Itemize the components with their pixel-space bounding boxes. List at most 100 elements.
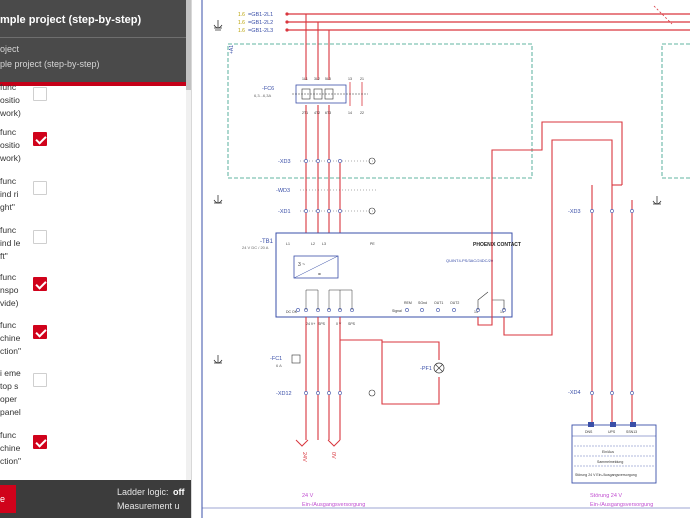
bus-label-3: =GB1-2L3 — [248, 28, 273, 34]
breaker-terminal: 22 — [360, 111, 364, 115]
task-text: ft" — [0, 251, 8, 261]
footer-action-button[interactable]: e — [0, 485, 16, 513]
task-text: func — [0, 127, 17, 137]
psu-tag: -TB1 — [260, 239, 274, 245]
ladder-logic-value[interactable]: off — [173, 487, 185, 497]
breaker-fc6[interactable]: -FC6 6,3...6,3A 1L1 3L2 5L3 13 21 2T1 4T… — [254, 77, 368, 115]
earth-terminal — [368, 157, 376, 165]
xd12-terminals — [304, 391, 342, 395]
psu-model: QUINT4-PS/3AC/24DC/20 — [446, 258, 494, 263]
task-text: func — [0, 176, 17, 186]
task-checkbox[interactable] — [33, 277, 47, 291]
task-checkbox[interactable] — [33, 373, 47, 387]
header-accent-bar — [0, 82, 186, 86]
earth-icon — [213, 195, 223, 204]
task-text: ction" — [0, 456, 21, 466]
psu-dc-label: DC OK — [286, 310, 298, 314]
measurement-label: Measurement u — [117, 501, 180, 511]
fuse-tag: -FC1 — [270, 356, 282, 362]
right-conductors — [591, 184, 633, 425]
task-text: ositio — [0, 140, 20, 150]
module-pin-label: SSN13 — [626, 430, 637, 434]
task-text: chine — [0, 333, 21, 343]
terminal-tag-xd3: -XD3 — [278, 159, 291, 165]
breaker-terminal: 5L3 — [325, 77, 331, 81]
area-tag: +A1 — [229, 45, 235, 54]
bottom-left-title: 24 V — [302, 493, 314, 499]
task-text: work) — [0, 153, 21, 163]
breaker-rating: 6,3...6,3A — [254, 93, 271, 98]
task-text: vide) — [0, 298, 19, 308]
signal-module[interactable]: DNS UPS SSN13 Ein/Aus Sammelmeldung Stör… — [571, 422, 657, 484]
power-supply-tb1[interactable]: -TB1 24 V DC / 20 A PHOENIX CONTACT QUIN… — [242, 232, 521, 326]
output-arrows: 24V 0V — [295, 439, 341, 462]
earth-terminal — [368, 389, 376, 397]
bottom-right-title: Störung 24 V — [590, 493, 622, 499]
psu-output-terminal: 0 V — [336, 322, 342, 326]
terminal-tag-xd12: -XD12 — [276, 391, 292, 397]
task-text: func — [0, 320, 17, 330]
bottom-right-sub: Ein-/Ausgangsversorgung — [590, 502, 653, 508]
breaker-tag: -FC6 — [262, 86, 274, 92]
module-pin-label: UPS — [608, 430, 616, 434]
task-text: ind le — [0, 238, 21, 248]
schematic-canvas[interactable]: 1.6 1.6 1.6 =GB1-2L1 =GB1-2L2 =GB1-2L3 +… — [191, 0, 690, 518]
task-text: func — [0, 430, 17, 440]
task-checkbox[interactable] — [33, 325, 47, 339]
enclosure-box-main — [227, 43, 533, 179]
task-text: ind ri — [0, 189, 19, 199]
task-checkbox[interactable] — [33, 181, 47, 195]
panel-header: mple project (step-by-step) oject ple pr… — [0, 0, 186, 86]
task-text: panel — [0, 407, 21, 417]
lamp-pf1[interactable]: -PF1 — [420, 362, 445, 374]
terminal-tag-xd1: -XD1 — [278, 209, 291, 215]
bottom-labels: 24 V Ein-/Ausgangsversorgung Störung 24 … — [302, 493, 653, 508]
task-checkbox[interactable] — [33, 132, 47, 146]
module-pin-label: DNS — [585, 430, 593, 434]
psu-brand-box — [472, 237, 508, 249]
task-text: func — [0, 225, 17, 235]
project-label: oject — [0, 44, 20, 54]
module-line-1: Ein/Aus — [602, 450, 614, 454]
psu-signal-terminal: 14 — [500, 310, 504, 314]
panel-scrollbar[interactable] — [186, 0, 191, 518]
breaker-terminal: 2T1 — [302, 111, 308, 115]
psu-signal-terminal: REM — [404, 301, 412, 305]
bus-node — [285, 12, 289, 16]
psu-relay-contact — [477, 291, 505, 310]
converter-symbol-dc: = — [318, 272, 321, 278]
panel-footer — [0, 480, 191, 518]
main-conductors — [305, 14, 341, 240]
module-pin — [588, 422, 594, 427]
task-checkbox[interactable] — [33, 230, 47, 244]
psu-input-terminal: L2 — [311, 242, 315, 246]
panel-scrollbar-thumb[interactable] — [186, 0, 191, 90]
breaker-terminal: 3L2 — [314, 77, 320, 81]
fuse-fc1[interactable]: -FC1 6 A — [270, 354, 301, 368]
ladder-logic-label: Ladder logic: — [117, 487, 169, 497]
task-text: ositio — [0, 95, 20, 105]
module-pin — [630, 422, 636, 427]
breaker-terminal: 4T2 — [314, 111, 320, 115]
module-line-2: Sammelmeldung — [597, 460, 623, 464]
header-divider — [0, 37, 186, 38]
module-footer: Störung 24 V Ein-/Ausgangsversorgung — [575, 473, 637, 477]
earth-icon — [652, 196, 662, 205]
breaker-terminal: 21 — [360, 77, 364, 81]
terminal-tag-wd3: -WD3 — [276, 188, 290, 194]
psu-output-links — [305, 290, 353, 310]
output-label-24v: 24V — [301, 452, 307, 462]
bus-node — [285, 20, 289, 24]
task-text: func — [0, 272, 17, 282]
psu-output-terminal: SPS — [348, 322, 356, 326]
task-text: i eme — [0, 368, 21, 378]
task-checkbox[interactable] — [33, 435, 47, 449]
earth-symbols — [213, 20, 662, 364]
psu-signal-terminal: OUT2 — [450, 301, 459, 305]
bus-label-1: =GB1-2L1 — [248, 12, 273, 18]
project-title: mple project (step-by-step) — [0, 14, 142, 26]
bus-node — [285, 28, 289, 32]
lamp-tag: -PF1 — [420, 366, 432, 372]
task-checkbox[interactable] — [33, 87, 47, 101]
